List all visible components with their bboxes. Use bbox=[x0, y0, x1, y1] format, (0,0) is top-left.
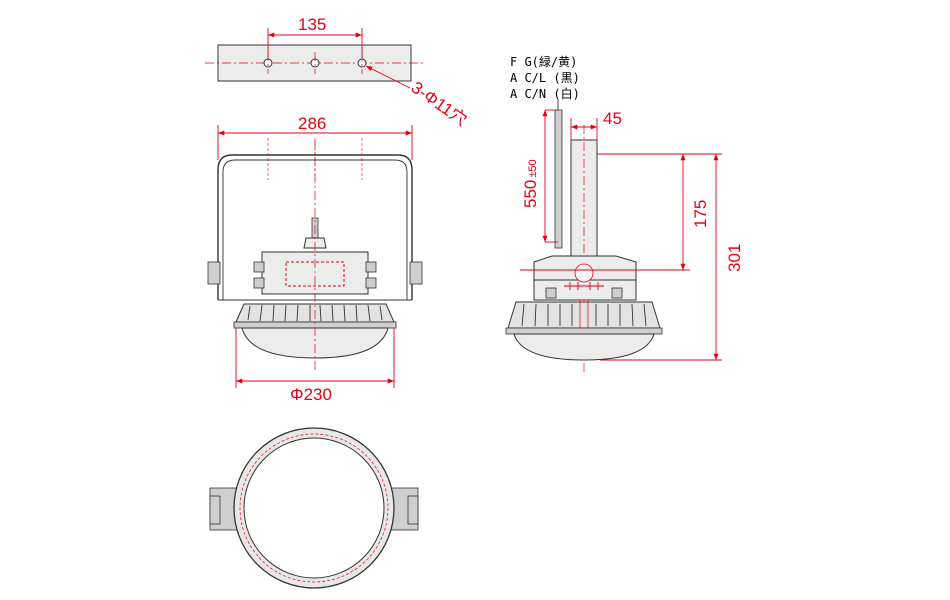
mounting-plate-top-view bbox=[205, 28, 425, 89]
front-view bbox=[207, 125, 423, 388]
bottom-view bbox=[209, 427, 419, 589]
side-view bbox=[505, 100, 722, 372]
dim-total-height: 301 bbox=[725, 244, 744, 272]
wire-label-fg: F G(緑/黄) bbox=[510, 54, 577, 69]
dim-cable-length-tol: ±50 bbox=[527, 159, 539, 177]
wire-label-acl: A C/L (黒) bbox=[510, 71, 580, 85]
dim-neck-width: 45 bbox=[603, 109, 622, 128]
dim-diameter: Φ230 bbox=[290, 385, 332, 404]
wire-label-acn: A C/N (白) bbox=[510, 86, 580, 101]
dim-holes-label: 3-Φ11穴 bbox=[408, 78, 471, 130]
dim-cable-length-main: 550 bbox=[521, 180, 540, 208]
dim-bracket-width: 286 bbox=[298, 114, 326, 133]
dim-hole-pitch: 135 bbox=[298, 15, 326, 34]
dim-body-height: 175 bbox=[691, 200, 710, 228]
dim-cable-length: 550±50 bbox=[521, 159, 540, 208]
